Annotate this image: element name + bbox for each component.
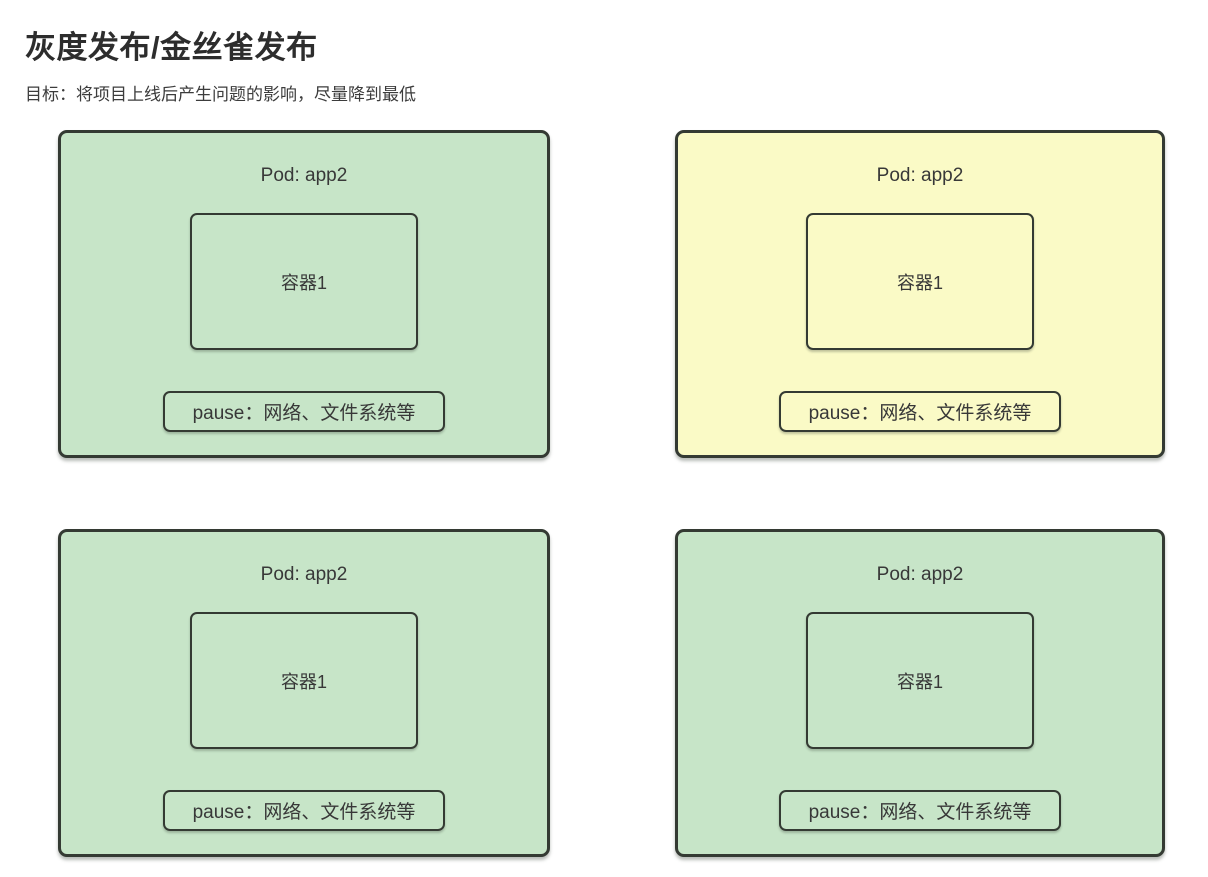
pause-box: pause：网络、文件系统等 <box>779 790 1061 831</box>
pause-label: pause：网络、文件系统等 <box>808 802 1032 823</box>
container-box: 容器1 <box>190 213 418 350</box>
pause-box: pause：网络、文件系统等 <box>779 391 1061 432</box>
pod-title: Pod: app2 <box>876 165 964 186</box>
page-header: 灰度发布/金丝雀发布 目标：将项目上线后产生问题的影响，尽量降到最低 <box>0 0 1208 105</box>
pod-title: Pod: app2 <box>876 564 964 585</box>
pause-box: pause：网络、文件系统等 <box>163 790 445 831</box>
page-title: 灰度发布/金丝雀发布 <box>25 30 318 65</box>
container-label: 容器1 <box>280 272 327 293</box>
pod-title: Pod: app2 <box>260 564 348 585</box>
pause-box: pause：网络、文件系统等 <box>163 391 445 432</box>
page-subtitle: 目标：将项目上线后产生问题的影响，尽量降到最低 <box>25 85 416 104</box>
pod-card-top-left: Pod: app2 容器1 pause：网络、文件系统等 <box>58 130 550 458</box>
pause-label: pause：网络、文件系统等 <box>808 403 1032 424</box>
container-box: 容器1 <box>190 612 418 749</box>
pause-label: pause：网络、文件系统等 <box>192 403 416 424</box>
container-label: 容器1 <box>896 272 943 293</box>
container-box: 容器1 <box>806 612 1034 749</box>
pod-grid: Pod: app2 容器1 pause：网络、文件系统等 Pod: app2 容… <box>58 130 1208 857</box>
container-box: 容器1 <box>806 213 1034 350</box>
pod-card-top-right: Pod: app2 容器1 pause：网络、文件系统等 <box>675 130 1165 458</box>
pause-label: pause：网络、文件系统等 <box>192 802 416 823</box>
pod-card-bottom-left: Pod: app2 容器1 pause：网络、文件系统等 <box>58 529 550 857</box>
pod-card-bottom-right: Pod: app2 容器1 pause：网络、文件系统等 <box>675 529 1165 857</box>
container-label: 容器1 <box>896 671 943 692</box>
container-label: 容器1 <box>280 671 327 692</box>
pod-title: Pod: app2 <box>260 165 348 186</box>
